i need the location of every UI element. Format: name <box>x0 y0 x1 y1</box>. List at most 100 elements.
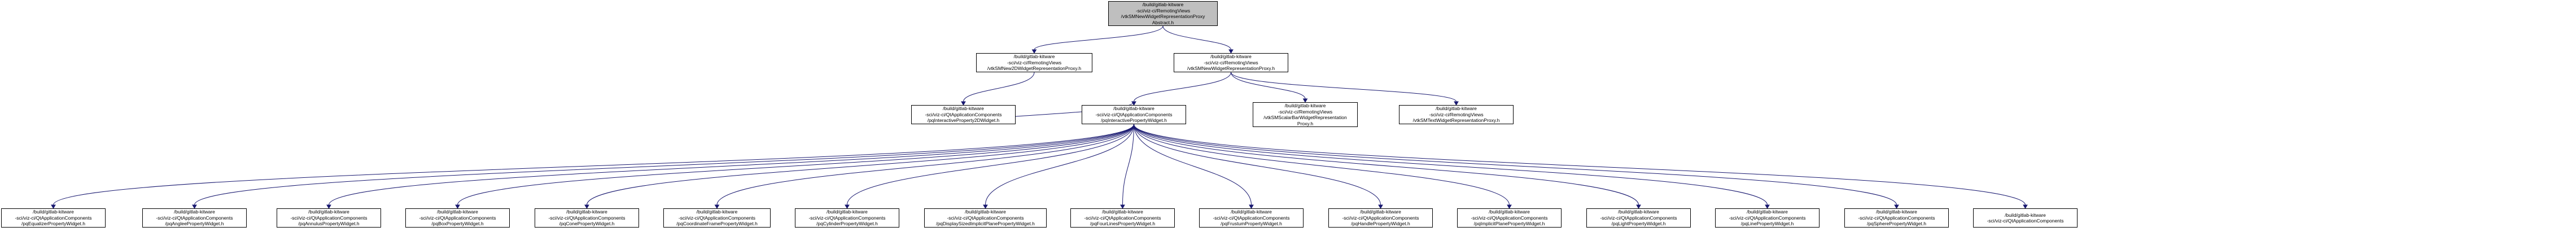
graph-node-label-line: /pqLightPropertyWidget.h <box>1611 221 1666 227</box>
graph-node[interactable]: /build/gitlab-kitware-sci/viz-ci/QtAppli… <box>1 208 106 228</box>
graph-edge <box>985 124 1134 206</box>
graph-node[interactable]: /build/gitlab-kitware-sci/viz-ci/Remotin… <box>1253 102 1358 127</box>
graph-node-label-line: -sci/viz-ci/QtApplicationComponents <box>548 215 626 221</box>
graph-edge <box>1134 124 1252 206</box>
graph-node-label-line: /pqEqualizerPropertyWidget.h <box>21 221 85 227</box>
graph-node-label-line: -sci/viz-ci/QtApplicationComponents <box>1600 215 1677 221</box>
graph-node-label-line: /build/gitlab-kitware <box>1618 209 1659 215</box>
graph-node-label-line: -sci/viz-ci/RemotingViews <box>1429 111 1484 117</box>
graph-node-label-line: /vtkSMNewWidgetRepresentationProxy.h <box>1187 65 1275 72</box>
graph-node-label-line: /vtkSMScalarBarWidgetRepresentation <box>1263 115 1347 120</box>
graph-node[interactable]: /build/gitlab-kitware-sci/viz-ci/QtAppli… <box>1715 208 1820 228</box>
graph-node-label-line: /pqImplicitPlanePropertyWidget.h <box>1473 221 1545 227</box>
graph-node-label-line: /pqDisplaySizedImplicitPlanePropertyWidg… <box>936 221 1035 227</box>
graph-node-label-line: -sci/viz-ci/QtApplicationComponents <box>1095 111 1173 117</box>
graph-node-label-line: /build/gitlab-kitware <box>1102 209 1143 215</box>
graph-node[interactable]: /build/gitlab-kitware-sci/viz-ci/QtAppli… <box>535 208 639 228</box>
graph-node-label-line: /build/gitlab-kitware <box>1231 209 1272 215</box>
graph-node-label-line: /build/gitlab-kitware <box>1013 54 1055 60</box>
graph-node-label-line: /build/gitlab-kitware <box>1284 103 1326 108</box>
graph-node-label-line: -sci/viz-ci/QtApplicationComponents <box>1471 215 1548 221</box>
graph-node[interactable]: /build/gitlab-kitware-sci/viz-ci/QtAppli… <box>1973 208 2078 228</box>
graph-node-label-line: /build/gitlab-kitware <box>1876 209 1917 215</box>
graph-node[interactable]: /build/gitlab-kitware-sci/viz-ci/QtAppli… <box>1457 208 1562 228</box>
graph-edge <box>329 124 1134 206</box>
graph-edge <box>1231 72 1457 102</box>
graph-node-label-line: /build/gitlab-kitware <box>1489 209 1530 215</box>
graph-node-label-line: /pqConePropertyWidget.h <box>559 221 615 227</box>
graph-node-label-line: Proxy.h <box>1297 120 1314 126</box>
graph-node-label-line: /pqLinePropertyWidget.h <box>1740 221 1794 227</box>
graph-node-label-line: -sci/viz-ci/QtApplicationComponents <box>1729 215 1806 221</box>
graph-node[interactable]: /build/gitlab-kitware-sci/viz-ci/QtAppli… <box>1586 208 1691 228</box>
graph-node-label-line: -sci/viz-ci/QtApplicationComponents <box>1084 215 1161 221</box>
graph-node[interactable]: /build/gitlab-kitware-sci/viz-ci/QtAppli… <box>924 208 1047 228</box>
graph-node-label-line: /pqCylinderPropertyWidget.h <box>816 221 878 227</box>
graph-node[interactable]: /build/gitlab-kitware-sci/viz-ci/Remotin… <box>1399 105 1514 124</box>
graph-edge <box>1134 124 2026 206</box>
graph-node[interactable]: /build/gitlab-kitware-sci/viz-ci/QtAppli… <box>663 208 771 228</box>
graph-node-label-line: Abstract.h <box>1152 19 1174 25</box>
graph-node[interactable]: /build/gitlab-kitware-sci/viz-ci/QtAppli… <box>1070 208 1175 228</box>
graph-node-label-line: /build/gitlab-kitware <box>437 209 478 215</box>
graph-node[interactable]: /build/gitlab-kitware-sci/viz-ci/Remotin… <box>976 53 1092 72</box>
graph-node-label-line: -sci/viz-ci/RemotingViews <box>1007 59 1062 65</box>
graph-node[interactable]: /build/gitlab-kitware-sci/viz-ci/QtAppli… <box>405 208 510 228</box>
graph-node-label-line: -sci/viz-ci/RemotingViews <box>1204 59 1258 65</box>
graph-edge <box>1134 124 1639 206</box>
graph-node-label-line: /pqAngleePropertyWidget.h <box>165 221 224 227</box>
graph-edge <box>1134 124 1381 206</box>
graph-node-label-line: -sci/viz-ci/QtApplicationComponents <box>290 215 368 221</box>
graph-node-label-line: -sci/viz-ci/QtApplicationComponents <box>1342 215 1419 221</box>
graph-edge <box>53 124 1134 206</box>
graph-node-label-line: /build/gitlab-kitware <box>1142 2 1184 7</box>
graph-node-root[interactable]: /build/gitlab-kitware-sci/viz-ci/Remotin… <box>1108 1 1218 26</box>
graph-node[interactable]: /build/gitlab-kitware-sci/viz-ci/QtAppli… <box>911 105 1016 124</box>
graph-node-label-line: -sci/viz-ci/RemotingViews <box>1278 108 1333 115</box>
graph-node-label-line: /vtkSMNew2DWidgetRepresentationProxy.h <box>987 65 1082 72</box>
graph-edge <box>1162 25 1231 50</box>
graph-node-label-line: /build/gitlab-kitware <box>174 209 215 215</box>
graph-node-label-line: /build/gitlab-kitware <box>943 106 984 112</box>
graph-node-label-line: /vtkSMNewWidgetRepresentationProxy <box>1121 14 1205 19</box>
graph-node-label-line: /pqSpherePropertyWidget.h <box>1867 221 1926 227</box>
graph-node-label-line: /pqInteractiveProperty2DWidget.h <box>927 117 1000 124</box>
graph-node[interactable]: /build/gitlab-kitware-sci/viz-ci/QtAppli… <box>795 208 899 228</box>
graph-node-label-line: /build/gitlab-kitware <box>826 209 868 215</box>
graph-node-label-line: -sci/viz-ci/QtApplicationComponents <box>925 111 1002 117</box>
graph-node-label-line: /pqInteractivePropertyWidget.h <box>1101 117 1167 124</box>
graph-edge <box>716 124 1134 206</box>
graph-node[interactable]: /build/gitlab-kitware-sci/viz-ci/Remotin… <box>1174 53 1288 72</box>
graph-node-label-line: /pqCoordinateFramePropertyWidget.h <box>676 221 758 227</box>
graph-node-label-line: /build/gitlab-kitware <box>33 209 74 215</box>
graph-node[interactable]: /build/gitlab-kitware-sci/viz-ci/QtAppli… <box>142 208 247 228</box>
graph-node[interactable]: /build/gitlab-kitware-sci/viz-ci/QtAppli… <box>1199 208 1304 228</box>
graph-node[interactable]: /build/gitlab-kitware-sci/viz-ci/QtAppli… <box>277 208 381 228</box>
graph-node-label-line: /build/gitlab-kitware <box>1210 54 1252 60</box>
graph-edge <box>1122 124 1134 206</box>
graph-node-label-line: -sci/viz-ci/RemotingViews <box>1135 7 1191 14</box>
graph-node[interactable]: /build/gitlab-kitware-sci/viz-ci/QtAppli… <box>1082 105 1186 124</box>
graph-node-label-line: /build/gitlab-kitware <box>1360 209 1401 215</box>
graph-node-label-line: -sci/viz-ci/QtApplicationComponents <box>808 215 886 221</box>
graph-node-label-line: /build/gitlab-kitware <box>965 209 1006 215</box>
graph-node-label-line: /build/gitlab-kitware <box>308 209 349 215</box>
graph-node-label-line: /pqFrustumPropertyWidget.h <box>1221 221 1282 227</box>
graph-node[interactable]: /build/gitlab-kitware-sci/viz-ci/QtAppli… <box>1328 208 1433 228</box>
graph-node-label-line: /build/gitlab-kitware <box>1113 106 1154 112</box>
graph-edge <box>1134 72 1231 102</box>
graph-node-label-line: /pqAnnulusPropertyWidget.h <box>298 221 360 227</box>
graph-edge <box>847 124 1134 206</box>
graph-edge <box>963 72 1035 102</box>
graph-node-label-line: -sci/viz-ci/QtApplicationComponents <box>1987 218 2064 224</box>
graph-node-label-line: -sci/viz-ci/QtApplicationComponents <box>1858 215 1935 221</box>
graph-edge <box>1134 124 1510 206</box>
graph-node-label-line: /pqFourLinesPropertyWidget.h <box>1090 221 1156 227</box>
graph-edge <box>1034 25 1164 50</box>
graph-node-label-line: /pqBoxPropertyWidget.h <box>431 221 484 227</box>
graph-node-label-line: -sci/viz-ci/QtApplicationComponents <box>678 215 756 221</box>
graph-node-label-line: /pqHandlePropertyWidget.h <box>1351 221 1410 227</box>
graph-node[interactable]: /build/gitlab-kitware-sci/viz-ci/QtAppli… <box>1844 208 1949 228</box>
graph-edge <box>457 124 1134 206</box>
